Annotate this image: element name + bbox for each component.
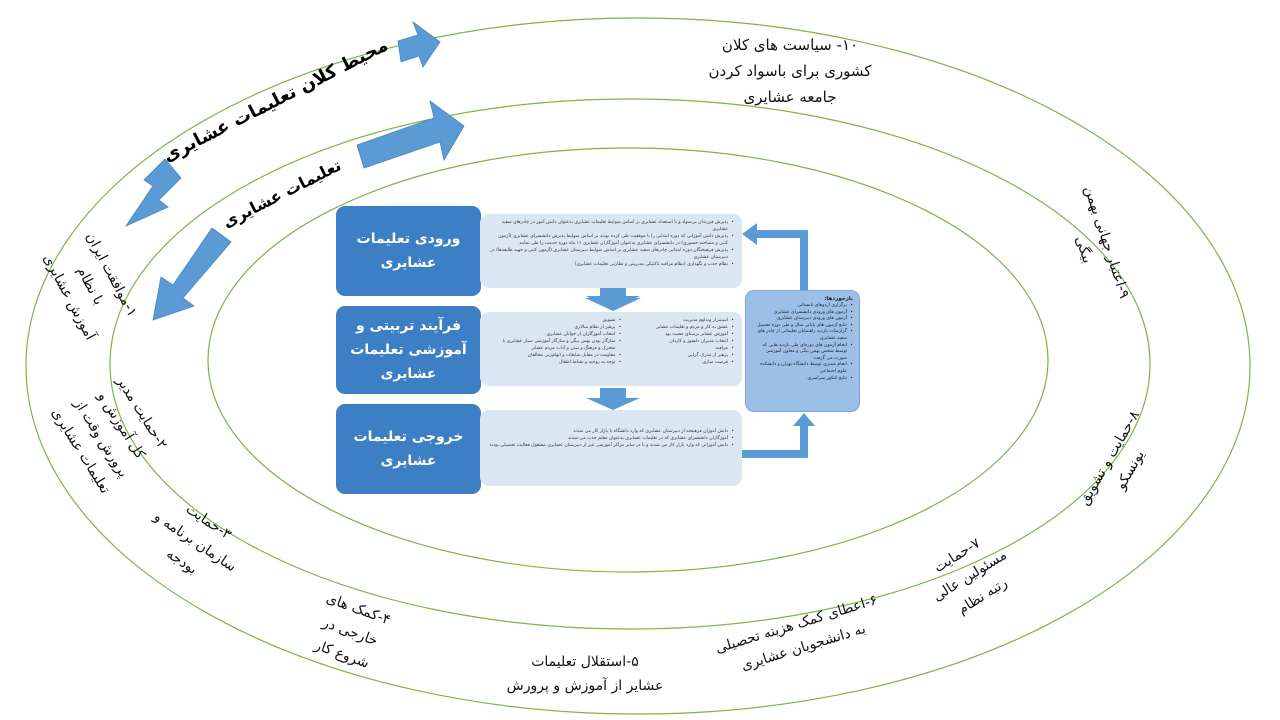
output-detail-3: دانش آموزانی که وارد بازار کار می شدند و… — [488, 442, 734, 449]
factor-5: ۵-استقلال تعلیمات عشایر از آموزش و پرورش — [490, 650, 680, 698]
arrow-outer-left — [124, 158, 182, 227]
feedback-item-4: نتایج آزمون های پایانی سال و طی دوره تحص… — [752, 323, 853, 330]
input-detail-3: پذیرش فرهیختگان دوره ابتدایی چادرهای سفی… — [488, 247, 734, 261]
feedback-item-2: آزمون های ورودی دانشسرای عشایری — [752, 310, 853, 317]
stage-process-line-2: آموزشی تعلیمات — [350, 342, 467, 358]
process-detail-6: توجه به روحیه و نشاط اطفال — [488, 359, 622, 366]
feedback-return-bottom — [741, 413, 815, 458]
middle-ring — [109, 98, 1151, 630]
factor-5-line-1: ۵-استقلال تعلیمات — [531, 654, 639, 670]
process-detail-11: مراقبه — [631, 345, 734, 352]
stage-process-line-3: عشایری — [380, 366, 437, 382]
feedback-return-top — [742, 223, 808, 290]
arrow-down-1b — [585, 288, 641, 311]
stage-input: ورودی تعلیمات عشایری — [336, 206, 481, 296]
process-detail-1: تشویق — [488, 317, 622, 324]
process-detail-12: پرهیز از مدرک گرایی — [631, 352, 734, 359]
process-detail-5: مقاومت در مقابل شایعات و اتهام‌زنی مخالف… — [488, 352, 622, 359]
input-detail-2: پذیرش دانش آموزانی که دوره ابتدایی را با… — [488, 233, 734, 247]
feedback-box: بازخوردها: برگزاری اردوهای تابستانی آزمو… — [745, 290, 860, 412]
output-detail-1: دانش آموزان فرهیخته از دبیرستان عشایری ک… — [488, 428, 734, 435]
panel-process-details: استمرار ونداوم مدیریت عشق به کار و مردم … — [480, 312, 742, 386]
stage-process-line-1: فرآیند تربیتی و — [356, 318, 461, 334]
factor-10-line-3: جامعه عشایری — [743, 88, 837, 106]
arrow-inner-right — [356, 100, 465, 169]
feedback-item-8: نتایج کنکور سراسری — [752, 376, 853, 383]
process-detail-3: انتخاب آموزگاران از جوانان عشایری — [488, 331, 621, 338]
stage-output-line-2: عشایری — [380, 453, 437, 469]
stage-input-line-2: عشایری — [380, 255, 437, 271]
arrow-down-2 — [586, 388, 640, 410]
feedback-item-5: گزارشات بازدید راهنمایان تعلیماتی از چاد… — [752, 329, 853, 342]
stage-output-line-1: خروجی تعلیمات — [353, 429, 464, 445]
feedback-item-6: انجام آزمون های دوره‌ای طی بازدید هایی ک… — [752, 343, 853, 363]
feedback-item-1: برگزاری اردوهای تابستانی — [752, 303, 853, 310]
feedback-item-3: آزمون های ورودی دبیرستان عشایری — [752, 316, 853, 323]
input-detail-1: پذیرش فرزندان بی‌سواد و با استعداد عشایر… — [488, 219, 734, 233]
feedback-item-7: انجام ممیزی توسط دانشگاه تهران و دانشکده… — [752, 362, 853, 375]
stage-process: فرآیند تربیتی و آموزشی تعلیمات عشایری — [336, 306, 481, 394]
panel-input-details: پذیرش فرزندان بی‌سواد و با استعداد عشایر… — [480, 214, 742, 288]
input-detail-4: نظام جذب و نگهداری (نظام مراقبه تاکتیکی … — [488, 261, 734, 268]
arrow-inner-left — [152, 227, 232, 321]
output-detail-2: آموزگاران دانشسرای عشایری که در تعلیمات … — [488, 435, 734, 442]
process-detail-9: آموزش عشایر برمبنای محبت بود — [631, 331, 734, 338]
factor-10-line-1: ۱۰- سیاست های کلان — [721, 36, 859, 54]
process-detail-8: عشق به کار و مردم و تعلیمات عشایر — [631, 324, 734, 331]
feedback-title: بازخوردها: — [824, 296, 853, 302]
process-detail-4: سازگار بودن بهمن بیگی و سازگار آموزشی سی… — [488, 338, 622, 352]
arrow-outer-right — [397, 20, 441, 68]
process-detail-7: استمرار ونداوم مدیریت — [631, 317, 734, 324]
outer-ring — [25, 17, 1251, 715]
stage-output: خروجی تعلیمات عشایری — [336, 404, 481, 494]
stage-input-line-1: ورودی تعلیمات — [356, 231, 461, 247]
factor-10: ۱۰- سیاست های کلان کشوری برای باسواد کرد… — [690, 32, 890, 110]
factor-5-line-2: عشایر از آموزش و پرورش — [506, 678, 664, 694]
process-detail-10: انتخاب مدیران دلسوز و کاردان — [631, 338, 734, 345]
process-detail-2: پرهیز از نظام سالاری — [488, 324, 621, 331]
panel-output-details: دانش آموزان فرهیخته از دبیرستان عشایری ک… — [480, 410, 742, 486]
factor-10-line-2: کشوری برای باسواد کردن — [708, 62, 872, 80]
inner-ring — [207, 147, 1049, 573]
process-detail-13: فرصت سازی — [631, 359, 734, 366]
